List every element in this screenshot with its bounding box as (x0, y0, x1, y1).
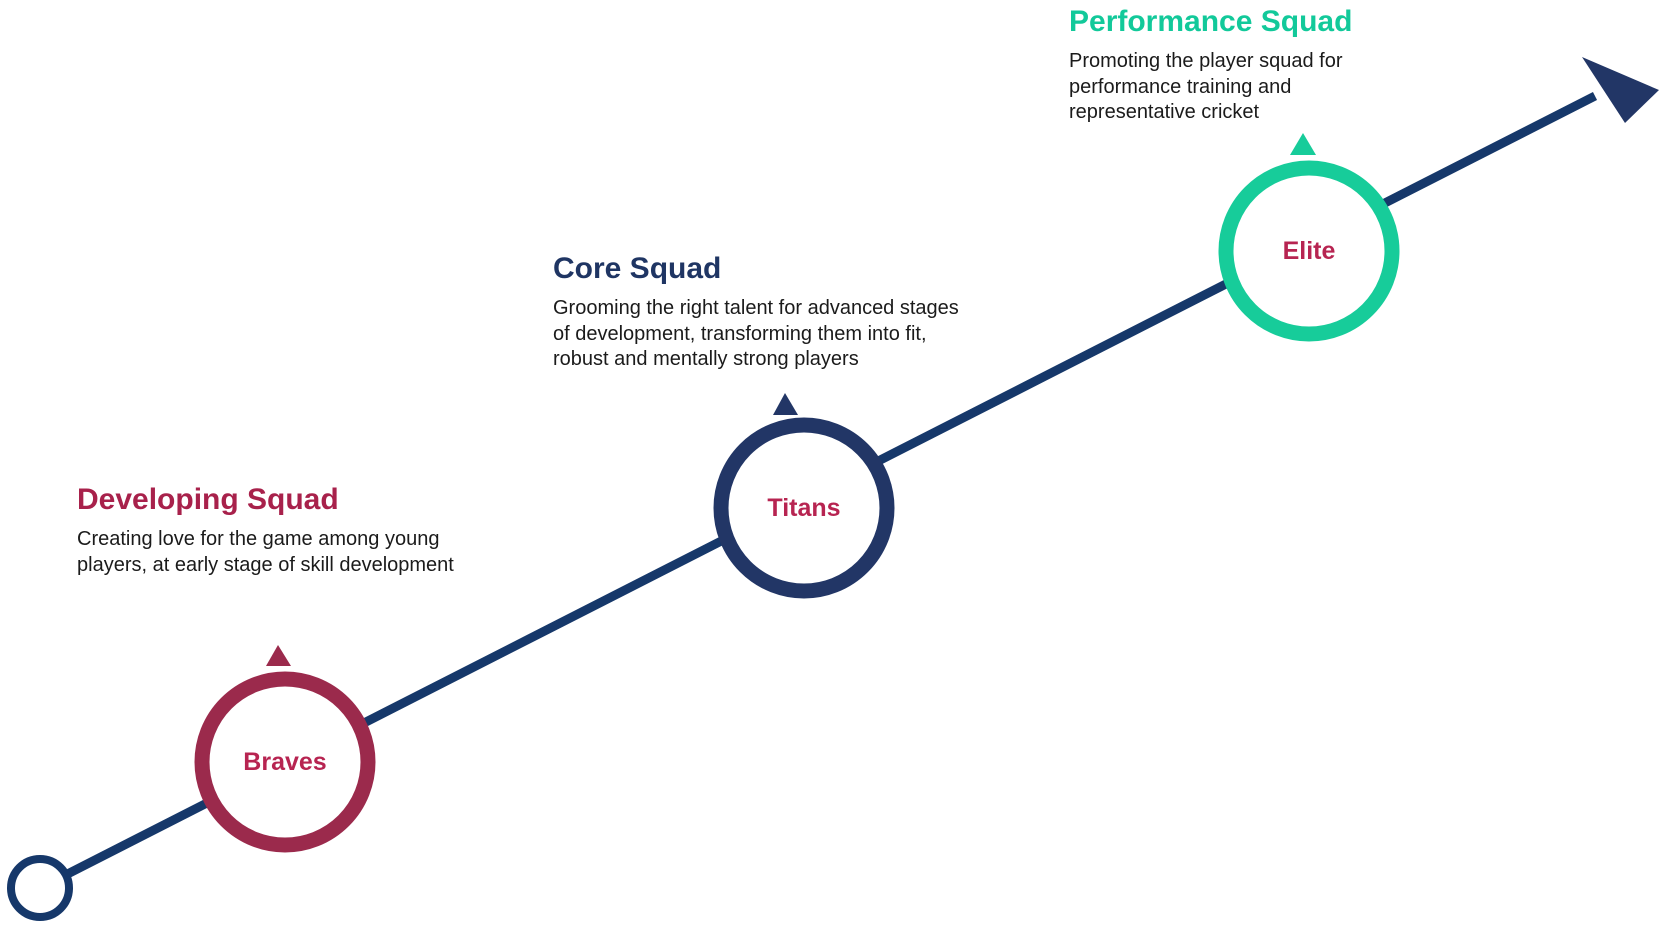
elite-node (1218, 160, 1400, 342)
braves-pointer-icon (266, 645, 291, 666)
core-squad-description: Grooming the right talent for advanced s… (553, 297, 959, 370)
elite-label: Elite (1283, 237, 1336, 265)
elite-pointer-icon (1290, 133, 1316, 155)
titans-label: Titans (767, 494, 840, 522)
start-marker (7, 855, 73, 921)
braves-node (194, 671, 376, 853)
titans-node (713, 417, 895, 599)
developing-squad-description: Creating love for the game among young p… (77, 528, 454, 576)
core-squad-title: Core Squad (553, 252, 722, 285)
arrow-head-icon (1582, 57, 1659, 123)
developing-squad-title: Developing Squad (77, 483, 339, 516)
braves-label: Braves (243, 748, 326, 776)
performance-squad-description: Promoting the player squad for performan… (1069, 50, 1343, 123)
performance-squad-title: Performance Squad (1069, 5, 1353, 38)
titans-pointer-icon (773, 393, 798, 415)
